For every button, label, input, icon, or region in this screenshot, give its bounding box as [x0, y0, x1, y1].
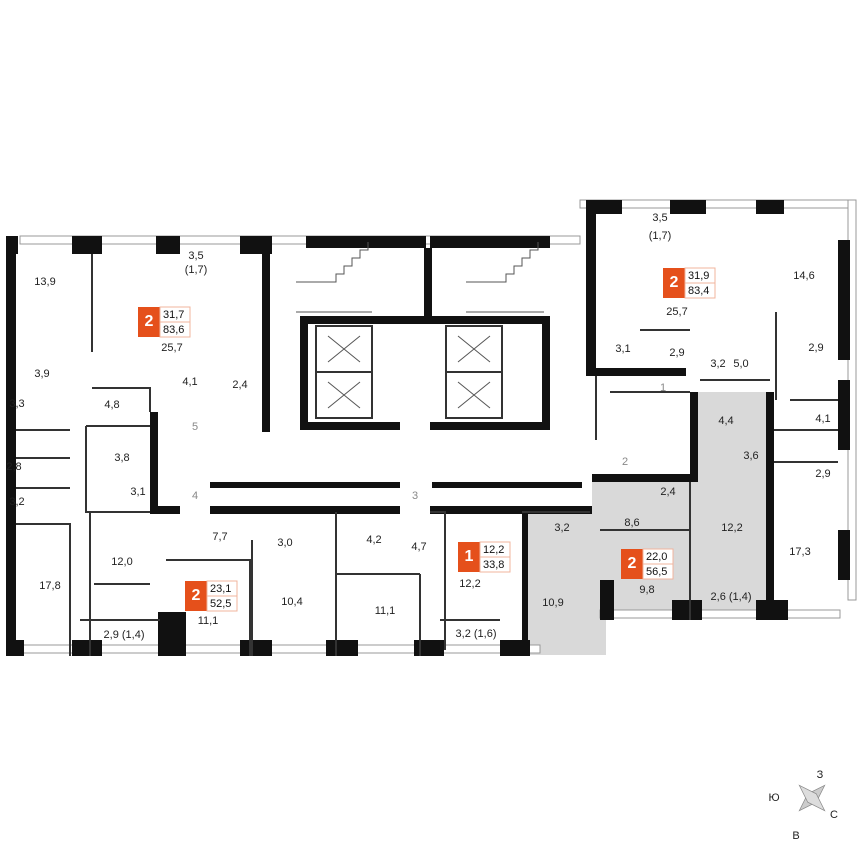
room-area: 4,1	[815, 413, 830, 425]
room-area: 3,1	[615, 343, 630, 355]
room-area: 3,2	[554, 522, 569, 534]
room-labels: 13,9 3,5 (1,7) 25,7 3,9 3,3 4,1 2,4 4,8 …	[6, 212, 830, 641]
outer-walls	[6, 200, 850, 656]
door-number: 1	[660, 382, 666, 394]
svg-text:31,9: 31,9	[688, 270, 709, 282]
room-area: 2,9	[808, 342, 823, 354]
room-area: 2,9	[669, 347, 684, 359]
building-core	[150, 242, 592, 514]
svg-text:83,4: 83,4	[688, 285, 709, 297]
svg-text:83,6: 83,6	[163, 324, 184, 336]
door-number: 5	[192, 421, 198, 433]
room-area: 3,2	[710, 358, 725, 370]
svg-text:56,5: 56,5	[646, 566, 667, 578]
room-area: 2,8	[6, 461, 21, 473]
entrance-numbers: 1 2 3 4 5	[192, 382, 666, 502]
room-area: 12,2	[721, 522, 742, 534]
room-area: 10,9	[542, 597, 563, 609]
room-area: 11,1	[198, 615, 219, 627]
room-area: 5,0	[733, 358, 748, 370]
room-area: 3,8	[114, 452, 129, 464]
room-area: 3,3	[9, 398, 24, 410]
room-area: 2,4	[660, 486, 675, 498]
room-area: 9,8	[639, 584, 654, 596]
room-area: 3,2 (1,6)	[456, 628, 497, 640]
interior-walls	[16, 254, 838, 656]
room-area: 2,9 (1,4)	[104, 629, 145, 641]
compass-west: Ю	[768, 792, 779, 804]
room-area: 25,7	[161, 342, 182, 354]
room-area: 17,8	[39, 580, 60, 592]
room-area: 3,6	[743, 450, 758, 462]
room-area: 14,6	[793, 270, 814, 282]
room-area: 4,4	[718, 415, 733, 427]
room-area: (1,7)	[185, 264, 208, 276]
svg-text:23,1: 23,1	[210, 583, 231, 595]
svg-text:2: 2	[670, 274, 679, 291]
room-area: 7,7	[212, 531, 227, 543]
svg-text:2: 2	[192, 587, 201, 604]
room-area: 4,2	[366, 534, 381, 546]
room-area: 12,2	[459, 578, 480, 590]
door-number: 4	[192, 490, 198, 502]
door-number: 3	[412, 490, 418, 502]
svg-text:1: 1	[465, 548, 474, 565]
compass-south: В	[792, 830, 799, 842]
svg-text:52,5: 52,5	[210, 598, 231, 610]
svg-text:2: 2	[628, 555, 637, 572]
door-number: 2	[622, 456, 628, 468]
room-area: 11,1	[375, 605, 396, 617]
apartment-badge[interactable]: 2 22,0 56,5	[621, 548, 674, 580]
room-area: 2,9	[815, 468, 830, 480]
svg-text:22,0: 22,0	[646, 551, 667, 563]
room-area: 3,5	[188, 250, 203, 262]
room-area: 3,0	[277, 537, 292, 549]
apartment-badge[interactable]: 2 31,9 83,4	[663, 267, 716, 299]
highlighted-apartment-area[interactable]	[522, 392, 772, 655]
svg-text:2: 2	[145, 313, 154, 330]
room-area: 12,0	[111, 556, 132, 568]
apartment-badge[interactable]: 2 31,7 83,6	[138, 306, 191, 338]
compass-east: С	[830, 809, 838, 821]
room-area: 3,9	[34, 368, 49, 380]
room-area: 2,4	[232, 379, 247, 391]
svg-text:31,7: 31,7	[163, 309, 184, 321]
room-area: 10,4	[281, 596, 302, 608]
room-area: 3,5	[652, 212, 667, 224]
room-area: 4,7	[411, 541, 426, 553]
room-area: 3,2	[9, 496, 24, 508]
svg-text:33,8: 33,8	[483, 559, 504, 571]
room-area: 17,3	[789, 546, 810, 558]
compass-icon: З Ю С В	[768, 769, 838, 842]
room-area: 13,9	[34, 276, 55, 288]
apartment-badge[interactable]: 1 12,2 33,8	[458, 541, 511, 573]
room-area: 2,6 (1,4)	[711, 591, 752, 603]
compass-north: З	[817, 769, 824, 781]
apartment-badge[interactable]: 2 23,1 52,5	[185, 580, 238, 612]
room-area: 25,7	[666, 306, 687, 318]
svg-text:12,2: 12,2	[483, 544, 504, 556]
room-area: 4,1	[182, 376, 197, 388]
room-area: 4,8	[104, 399, 119, 411]
room-area: 8,6	[624, 517, 639, 529]
room-area: 3,1	[130, 486, 145, 498]
room-area: (1,7)	[649, 230, 672, 242]
